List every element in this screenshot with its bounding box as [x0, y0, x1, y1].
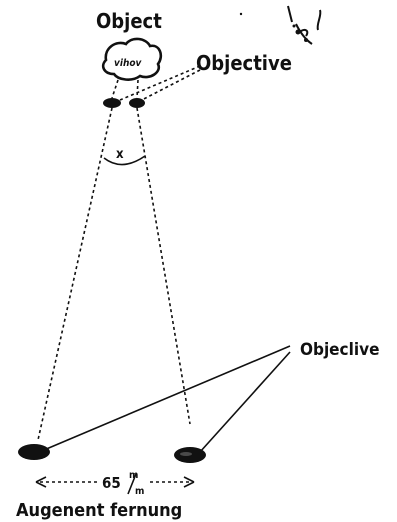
object-shape: vihov	[101, 37, 163, 81]
right-eye-lens-highlight	[180, 452, 192, 456]
eye-distance-dimension: 65 m m	[35, 470, 195, 497]
objective-lens-right-small	[129, 98, 145, 108]
dimension-arrow-right	[183, 476, 195, 488]
objective-label-top: Objective	[196, 51, 292, 75]
distance-unit-top: m	[129, 470, 138, 481]
distance-unit-slash	[127, 473, 137, 495]
objective-label-right: Objeclive	[300, 340, 379, 360]
object-label: Object	[96, 9, 162, 33]
left-eye-lens	[18, 444, 50, 460]
ray-right	[136, 107, 191, 425]
objective-pointer-to-left-eye	[43, 345, 291, 451]
eye-distance-label: Augenent fernung	[16, 500, 182, 521]
dimension-arrow-left	[35, 476, 47, 488]
object-to-left-objective	[111, 79, 119, 99]
ray-left	[37, 107, 113, 441]
angle-arc	[103, 155, 146, 166]
object-scribble: vihov	[114, 58, 143, 69]
ink-mark-decoration	[239, 5, 322, 45]
distance-number: 65	[102, 474, 121, 492]
objective-pointer-left	[119, 65, 201, 101]
objective-lens-left-small	[103, 98, 121, 108]
distance-unit-bottom: m	[135, 486, 144, 497]
object-to-right-objective	[136, 79, 139, 99]
angle-label: x	[116, 147, 124, 162]
objective-pointer-to-right-eye	[199, 351, 291, 453]
